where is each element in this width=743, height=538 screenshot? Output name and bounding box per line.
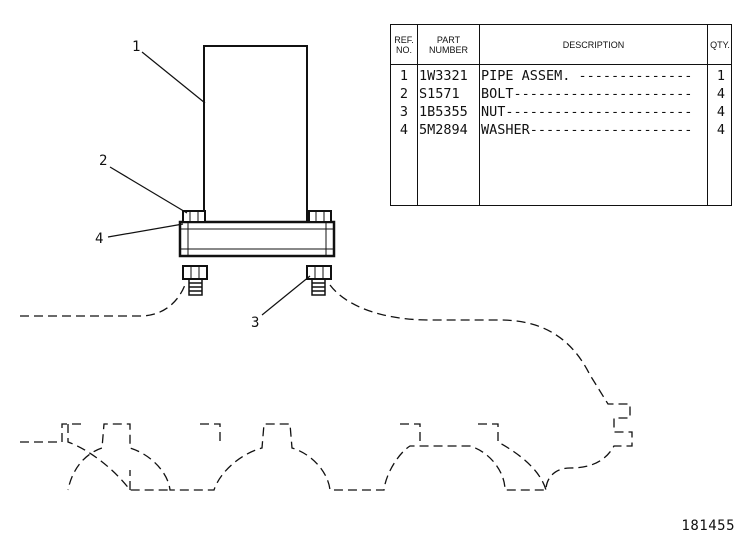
header-description: DESCRIPTION: [562, 39, 625, 50]
nut-right: [306, 265, 332, 280]
col-divider-part: [479, 25, 480, 205]
table-row: 4 5M2894 WASHER----------------------- 4: [391, 122, 731, 140]
part-number-cell: 1W3321: [419, 68, 468, 84]
part-number-cell: S1571: [419, 86, 460, 102]
description-cell: NUT---------------------------: [481, 104, 693, 120]
table-row: 2 S1571 BOLT------------------------- 4: [391, 86, 731, 104]
pipe-assembly: [203, 45, 308, 224]
mounting-flange: [178, 220, 336, 258]
callout-1: 1: [132, 39, 140, 55]
header-qty: QTY.: [710, 39, 730, 50]
table-row: 1 1W3321 PIPE ASSEM. -------------------…: [391, 68, 731, 86]
nut-left: [182, 265, 208, 280]
header-ref-no: REF.NO.: [394, 34, 414, 55]
ref-cell: 2: [399, 86, 409, 102]
stud-left: [188, 278, 203, 296]
qty-cell: 1: [716, 68, 726, 84]
description-cell: WASHER-----------------------: [481, 122, 693, 138]
leader-3: [261, 275, 311, 316]
manifold-outline: [20, 281, 633, 491]
ref-cell: 1: [399, 68, 409, 84]
col-divider-desc: [707, 25, 708, 205]
callout-4: 4: [95, 231, 103, 247]
callout-2: 2: [99, 153, 107, 169]
bolt-head-right: [308, 210, 332, 223]
bolt-head-left: [182, 210, 206, 223]
col-divider-ref: [417, 25, 418, 205]
figure-number: 181455: [681, 518, 735, 534]
description-cell: PIPE ASSEM. -------------------: [481, 68, 693, 84]
part-number-cell: 5M2894: [419, 122, 468, 138]
description-cell: BOLT-------------------------: [481, 86, 693, 102]
part-number-cell: 1B5355: [419, 104, 468, 120]
ref-cell: 4: [399, 122, 409, 138]
stud-right: [311, 278, 326, 296]
callout-3: 3: [251, 315, 259, 331]
table-row: 3 1B5355 NUT--------------------------- …: [391, 104, 731, 122]
leader-1: [141, 51, 206, 104]
leader-2: [109, 166, 188, 214]
leader-4: [107, 223, 184, 238]
ref-cell: 3: [399, 104, 409, 120]
qty-cell: 4: [716, 86, 726, 102]
qty-cell: 4: [716, 122, 726, 138]
qty-cell: 4: [716, 104, 726, 120]
